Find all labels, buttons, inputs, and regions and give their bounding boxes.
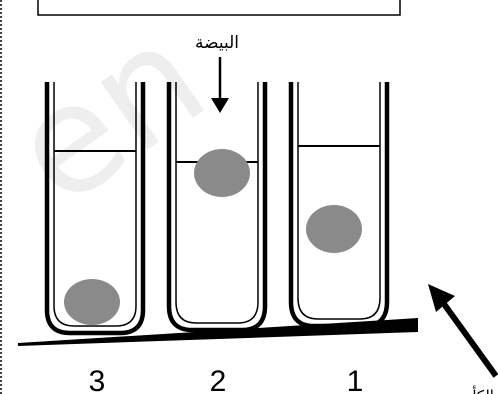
tube-2 [166, 82, 268, 333]
bottom-partial-label: الكأس [454, 385, 494, 394]
tube-1-glass [288, 82, 390, 329]
top-label-box [37, 0, 401, 16]
tube-2-glass [166, 82, 268, 333]
tube-3-glass [44, 82, 146, 336]
egg-label: البيضة [195, 33, 239, 53]
tube-1 [288, 82, 390, 329]
tube-2-inner [175, 82, 259, 324]
tube-3 [44, 82, 146, 336]
tube-3-number: 3 [89, 365, 106, 394]
base-pointer-arrow [428, 284, 498, 378]
tube-1-inner [297, 82, 381, 320]
tube-3-egg [64, 279, 120, 325]
egg-pointer-arrow [211, 57, 229, 113]
tube-1-egg [306, 205, 362, 253]
tube-2-number: 2 [210, 365, 227, 394]
tube-2-egg [194, 149, 250, 197]
tube-3-inner [53, 82, 137, 327]
tube-1-number: 1 [347, 365, 364, 394]
